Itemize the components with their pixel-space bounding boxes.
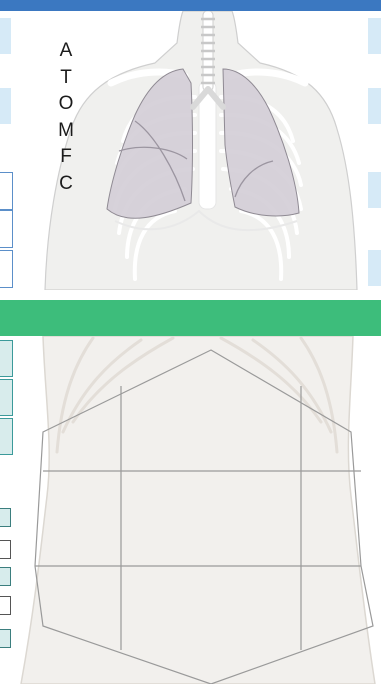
mnemonic-letter-o: O [50,91,82,118]
left-box-2[interactable] [0,210,13,248]
checkbox-1[interactable] [0,508,11,527]
left-box-4[interactable] [0,340,13,377]
left-tab-1 [0,18,11,54]
right-tab-4 [368,250,381,286]
right-tab-2 [368,88,381,124]
mnemonic-letter-a: A [50,38,82,65]
chest-lungs-illustration-icon [35,11,360,290]
left-box-5[interactable] [0,379,13,416]
mnemonic-letter-m: M [50,118,82,145]
left-box-3[interactable] [0,250,13,288]
checkbox-5[interactable] [0,629,11,648]
abdomen-silhouette [21,336,375,684]
left-box-1[interactable] [0,172,13,210]
mnemonic-letter-t: T [50,65,82,92]
mnemonic-letter-f: F [50,144,82,171]
checkbox-2[interactable] [0,540,11,559]
right-tab-3 [368,172,381,208]
chest-illustration-group [45,11,357,290]
right-tab-1 [368,18,381,54]
mnemonic-letters: A T O M F C [50,38,82,197]
left-box-6[interactable] [0,418,13,455]
mnemonic-letter-c: C [50,171,82,198]
top-header-band [0,0,381,11]
section-divider-band [0,300,381,336]
checkbox-4[interactable] [0,596,11,615]
left-tab-2 [0,88,11,124]
checkbox-3[interactable] [0,567,11,586]
abdomen-nine-regions-illustration-icon [13,336,381,684]
